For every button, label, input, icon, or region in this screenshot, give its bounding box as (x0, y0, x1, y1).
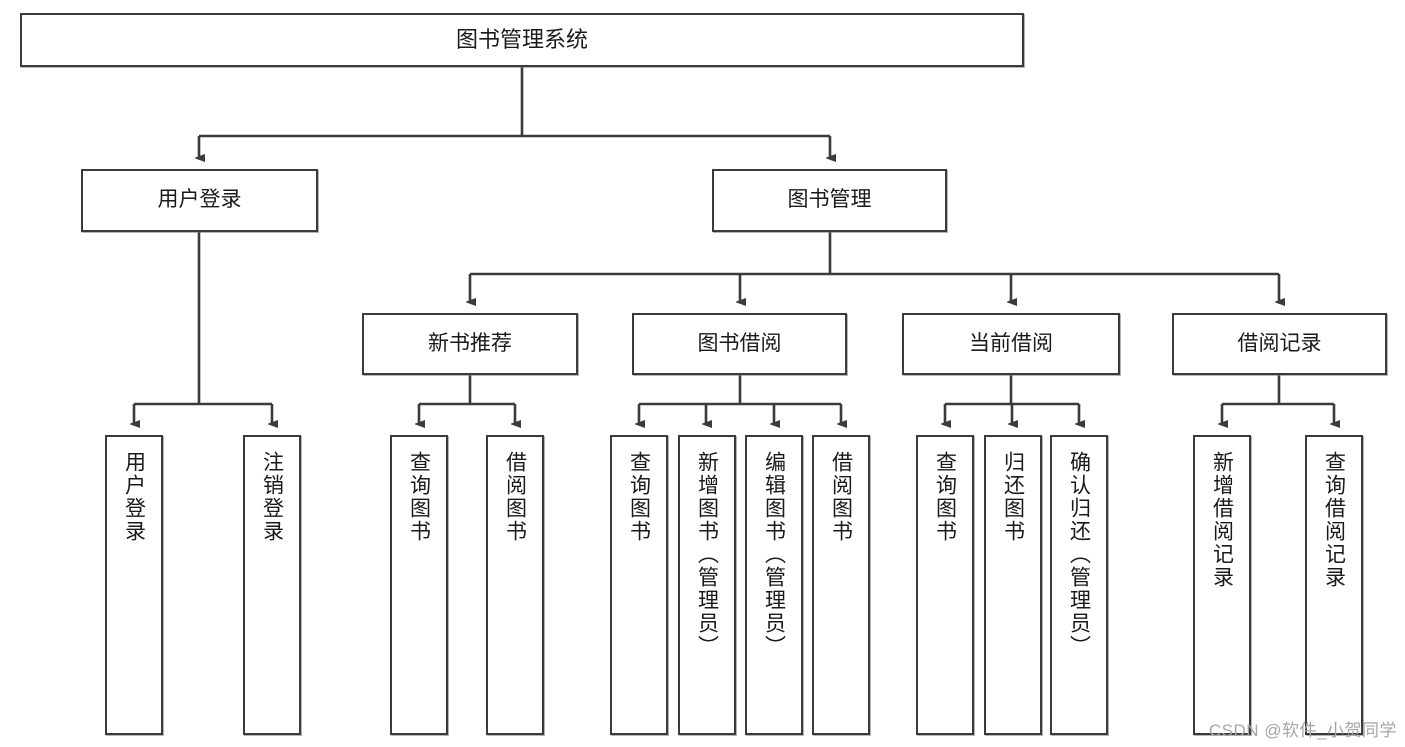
leaf-user-login-signin[interactable]: 用户登录 (105, 435, 163, 735)
node-user-login[interactable]: 用户登录 (81, 169, 318, 232)
leaf-recommend-query-book[interactable]: 查询图书 (390, 435, 448, 735)
leaf-current-return-book-label: 归还图书 (1001, 451, 1025, 543)
leaf-borrow-edit-book-label: 编辑图书（管理员） (762, 451, 786, 658)
leaf-borrow-add-book-label: 新增图书（管理员） (695, 451, 719, 658)
node-new-book-recommend[interactable]: 新书推荐 (362, 313, 578, 375)
leaf-borrow-add-book[interactable]: 新增图书（管理员） (678, 435, 736, 735)
leaf-borrow-query-book[interactable]: 查询图书 (610, 435, 668, 735)
node-book-borrow[interactable]: 图书借阅 (632, 313, 847, 375)
leaf-borrow-borrow-book-label: 借阅图书 (829, 451, 853, 543)
node-root[interactable]: 图书管理系统 (20, 13, 1024, 67)
node-root-label: 图书管理系统 (455, 27, 588, 53)
leaf-record-add-record[interactable]: 新增借阅记录 (1193, 435, 1251, 735)
node-current-borrow[interactable]: 当前借阅 (902, 313, 1120, 375)
leaf-recommend-query-book-label: 查询图书 (407, 451, 431, 543)
leaf-record-add-record-label: 新增借阅记录 (1210, 451, 1234, 589)
node-book-management[interactable]: 图书管理 (712, 169, 947, 232)
node-borrow-record-label: 借阅记录 (1237, 331, 1322, 355)
node-current-borrow-label: 当前借阅 (969, 331, 1053, 355)
node-borrow-record[interactable]: 借阅记录 (1172, 313, 1387, 375)
leaf-recommend-borrow-book-label: 借阅图书 (503, 451, 527, 543)
leaf-current-query-book[interactable]: 查询图书 (916, 435, 974, 735)
node-user-login-label: 用户登录 (157, 188, 242, 212)
leaf-borrow-query-book-label: 查询图书 (627, 451, 651, 543)
leaf-current-confirm-return[interactable]: 确认归还（管理员） (1050, 435, 1108, 735)
watermark: CSDN @软件_小贺同学 (1208, 721, 1397, 740)
leaf-borrow-borrow-book[interactable]: 借阅图书 (812, 435, 870, 735)
node-new-book-recommend-label: 新书推荐 (428, 331, 512, 355)
leaf-current-return-book[interactable]: 归还图书 (984, 435, 1042, 735)
leaf-recommend-borrow-book[interactable]: 借阅图书 (486, 435, 544, 735)
leaf-current-query-book-label: 查询图书 (933, 451, 957, 543)
leaf-user-login-signout[interactable]: 注销登录 (243, 435, 301, 735)
node-book-management-label: 图书管理 (787, 188, 872, 212)
leaf-record-query-record[interactable]: 查询借阅记录 (1305, 435, 1363, 735)
leaf-user-login-signout-label: 注销登录 (260, 451, 284, 543)
leaf-current-confirm-return-label: 确认归还（管理员） (1067, 451, 1091, 658)
node-book-borrow-label: 图书借阅 (697, 331, 782, 355)
leaf-user-login-signin-label: 用户登录 (122, 451, 146, 543)
leaf-borrow-edit-book[interactable]: 编辑图书（管理员） (745, 435, 803, 735)
leaf-record-query-record-label: 查询借阅记录 (1322, 451, 1346, 589)
